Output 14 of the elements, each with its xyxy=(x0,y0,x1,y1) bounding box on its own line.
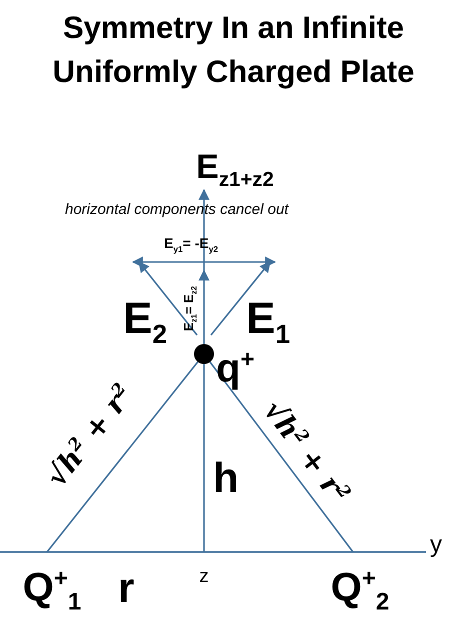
vector-label: E$_{2}$ xyxy=(123,295,168,349)
charge-dot xyxy=(194,344,214,364)
arrow xyxy=(198,189,210,344)
line xyxy=(203,364,205,552)
line xyxy=(209,362,354,552)
distance-label: r xyxy=(118,565,134,612)
charge-label: q$^{+}$ xyxy=(216,348,254,388)
point-label: z xyxy=(198,567,210,586)
field-label: E$_{z1+z2}$ xyxy=(195,150,275,190)
title: Symmetry In an Infinite Uniformly Charged Plate xyxy=(52,9,416,91)
line xyxy=(46,361,198,552)
vector-label: E$_{1}$ xyxy=(246,295,290,349)
distance-label: h xyxy=(213,455,239,502)
axis-label: y xyxy=(430,532,442,558)
